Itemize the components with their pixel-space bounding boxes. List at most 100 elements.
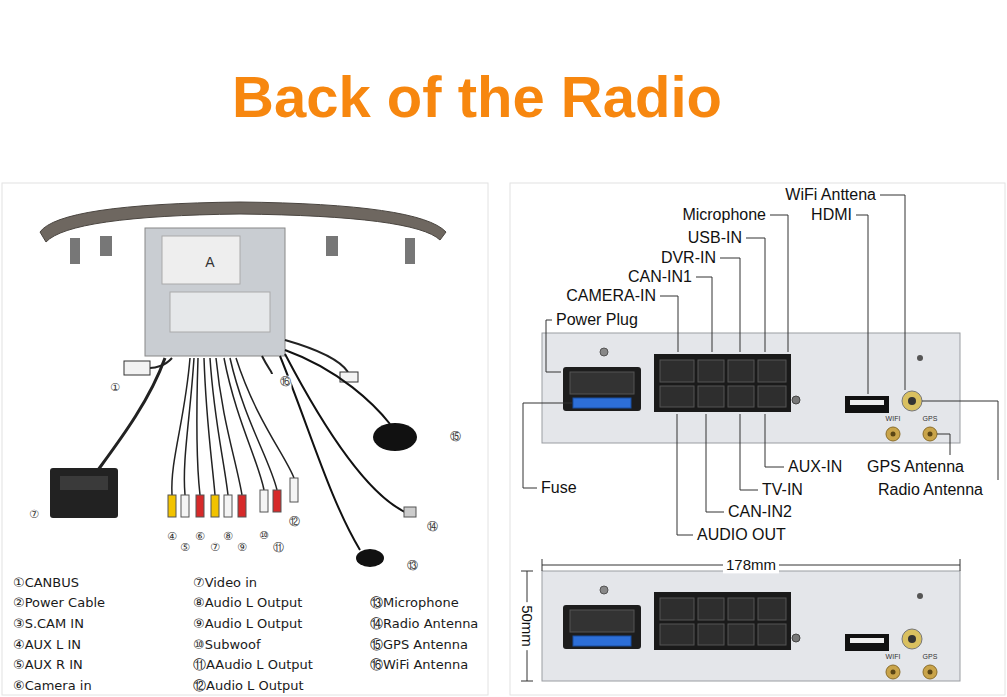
callout-number: ⑦ <box>28 509 40 522</box>
rca-plug <box>211 495 219 517</box>
leader-line <box>720 258 740 352</box>
callout-number: ⑥ <box>194 531 206 544</box>
connector-label: TV-IN <box>762 481 803 499</box>
legend-item: ⑩Subwoof <box>193 638 261 653</box>
page-title: Back of the Radio <box>232 64 722 131</box>
callout-number: ⑤ <box>179 542 191 555</box>
legend-item: ②Power Cable <box>13 596 105 611</box>
callout-number: ⑬ <box>406 560 419 573</box>
panel-marking: GPS <box>923 653 938 661</box>
rca-plug <box>260 490 268 512</box>
unit-sticker <box>170 292 270 332</box>
leader-line <box>880 195 905 390</box>
panel-marking: GPS <box>923 415 938 423</box>
legend-item: ⑦Video in <box>193 576 257 591</box>
wire <box>262 356 272 374</box>
connector-label: CAMERA-IN <box>566 287 656 305</box>
callout-number: ① <box>109 382 121 395</box>
legend-item: ⑤AUX R IN <box>13 658 83 673</box>
wire <box>204 358 215 495</box>
connector-label: AUDIO OUT <box>697 526 786 544</box>
wire <box>230 358 277 490</box>
connector-label: CAN-IN2 <box>728 503 792 521</box>
connector-label: WiFi Anttena <box>785 186 876 204</box>
canbus-plug <box>124 361 150 375</box>
antenna-plug <box>404 507 416 517</box>
rca-plug <box>238 495 246 517</box>
rca-plug <box>196 495 204 517</box>
mounting-tab <box>405 238 415 264</box>
leader-line <box>677 414 693 535</box>
dimension-tick <box>521 571 533 572</box>
callout-number: ⑫ <box>288 516 301 529</box>
panel-marking: WIFI <box>886 415 901 423</box>
callout-number: ④ <box>166 531 178 544</box>
legend-item: ⑪AAudio L Output <box>193 658 313 673</box>
connector-label: USB-IN <box>688 229 742 247</box>
dimension-tick <box>542 559 543 571</box>
wire <box>236 358 294 478</box>
wire <box>285 340 348 372</box>
dimension-label: 50mm <box>518 602 535 650</box>
radio-unit <box>145 228 285 356</box>
mic-cable <box>280 356 360 550</box>
callout-number: ⑨ <box>236 542 248 555</box>
connector-label: GPS Antenna <box>867 458 964 476</box>
callout-number: ⑩ <box>258 530 270 543</box>
dimension-tick <box>521 681 533 682</box>
leader-line <box>696 277 712 352</box>
leader-line <box>937 434 950 455</box>
leader-line <box>746 238 765 352</box>
legend-item: ⑯WiFi Antenna <box>370 658 468 673</box>
legend-item: ⑧Audio L Output <box>193 596 302 611</box>
connector-label: DVR-IN <box>661 249 716 267</box>
rca-plug <box>273 490 281 512</box>
legend-item: ⑭Radio Antenna <box>370 617 478 632</box>
callout-number: ⑭ <box>426 521 439 534</box>
mounting-tab <box>70 238 80 264</box>
connector-label: Fuse <box>541 479 577 497</box>
connector-label: Radio Antenna <box>878 481 983 499</box>
callout-number: ⑮ <box>449 431 462 444</box>
gps-puck <box>373 423 417 451</box>
leader-line <box>740 414 758 490</box>
leader-line <box>660 296 678 352</box>
callout-number: ⑧ <box>222 531 234 544</box>
legend-item: ⑫Audio L Output <box>193 679 304 694</box>
photo-frame <box>2 183 488 695</box>
wire <box>184 358 194 495</box>
microphone <box>356 549 384 567</box>
legend-item: ⑨Audio L Output <box>193 617 302 632</box>
rca-plug <box>168 495 176 517</box>
dimension-label: 178mm <box>723 556 779 573</box>
leader-line <box>856 215 868 394</box>
wire <box>150 358 172 368</box>
unit-marking: A <box>205 254 214 270</box>
rca-plug <box>181 495 189 517</box>
leader-line <box>523 403 572 488</box>
wire <box>98 358 165 470</box>
harness-pins <box>60 476 108 490</box>
antenna-cable <box>285 354 405 512</box>
legend-item: ⑮GPS Antenna <box>370 638 468 653</box>
connector-label: HDMI <box>811 206 852 224</box>
harness-connector <box>50 468 118 518</box>
callout-number: ⑦ <box>209 542 221 555</box>
mounting-tab <box>100 236 112 256</box>
callout-number: ⑪ <box>272 542 285 555</box>
leader-line <box>765 414 784 467</box>
dimension-tick <box>960 559 961 571</box>
leader-line <box>770 215 788 352</box>
connector-label: Power Plug <box>556 311 638 329</box>
unit-sticker <box>162 236 240 284</box>
connector-label: AUX-IN <box>788 458 842 476</box>
wire <box>197 358 200 495</box>
rca-plug <box>224 495 232 517</box>
callout-number: ⑯ <box>279 376 292 389</box>
panel-marking: WIFI <box>886 653 901 661</box>
connector-label: Microphone <box>682 206 766 224</box>
mounting-tab <box>326 236 338 256</box>
legend-item: ①CANBUS <box>13 576 79 591</box>
rca-plug <box>290 478 298 502</box>
connector-label: CAN-IN1 <box>628 268 692 286</box>
